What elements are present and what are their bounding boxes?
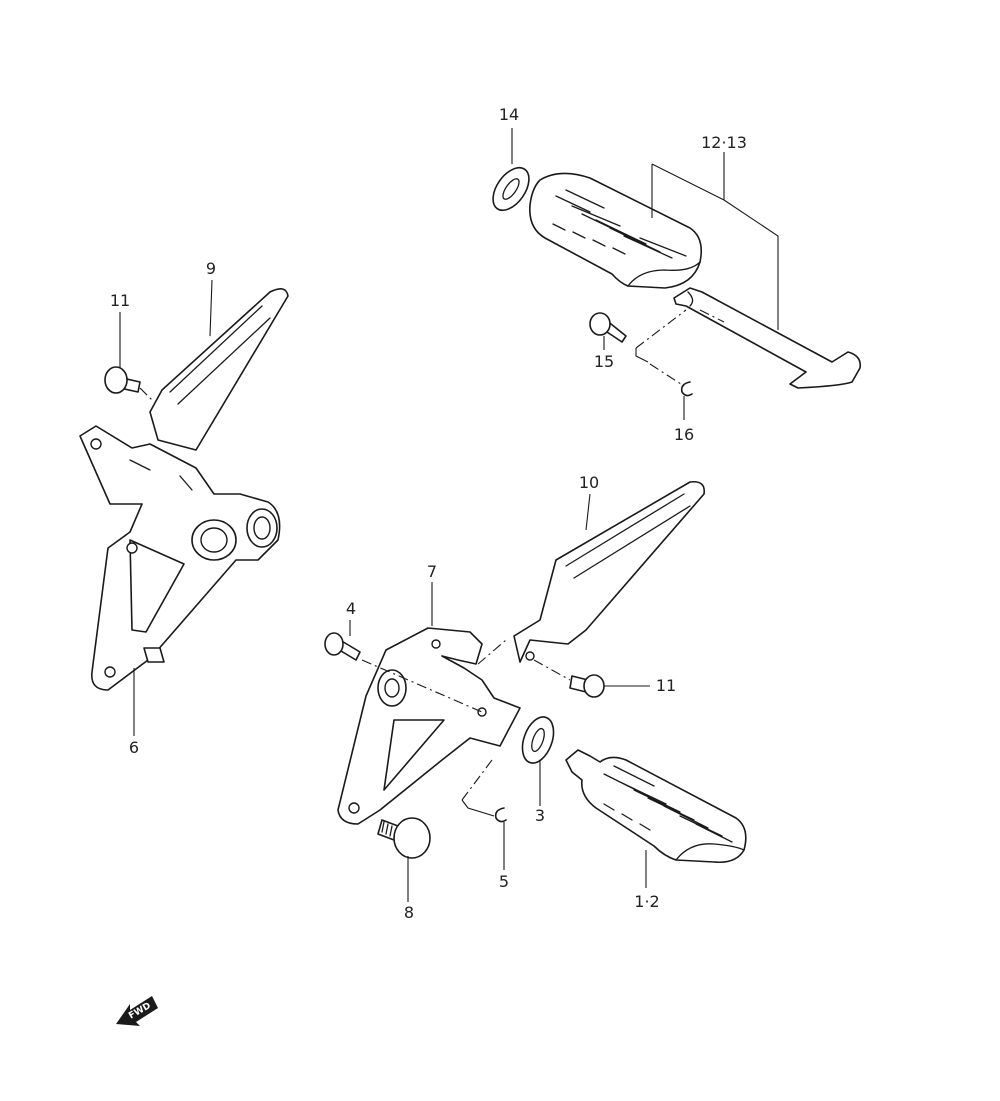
part-6-left-footrest-bracket xyxy=(79,425,281,691)
callout-16: 16 xyxy=(674,425,694,444)
part-16-clip xyxy=(680,381,693,397)
lower-bolt-axis xyxy=(533,659,571,681)
part-12-13-rear-footrest-bar xyxy=(673,287,862,389)
leader-lines xyxy=(119,128,779,902)
part-14-washer xyxy=(492,166,530,212)
part-8-bolt xyxy=(377,817,431,859)
rear-pin-axis xyxy=(635,309,687,349)
callout-15: 15 xyxy=(594,352,614,371)
callout-4: 4 xyxy=(346,599,356,618)
callout-5: 5 xyxy=(499,872,509,891)
part-4-pin xyxy=(324,632,361,661)
left-bracket-pin xyxy=(143,647,165,663)
callout-10: 10 xyxy=(579,473,599,492)
fwd-arrow-icon: FWD xyxy=(116,996,158,1026)
part-3-washer xyxy=(521,716,555,764)
front-pin-axis xyxy=(361,659,483,713)
part-1-2-front-footrest-rubber xyxy=(565,749,747,864)
bracket-guard-axis xyxy=(477,639,507,665)
callout-labels: 14 12·13 15 16 9 11 6 10 7 4 11 3 5 8 1·… xyxy=(110,105,747,922)
callout-8: 8 xyxy=(404,903,414,922)
part-5-clip xyxy=(494,807,507,823)
part-9-heel-guard xyxy=(149,288,289,451)
callout-11-upper: 11 xyxy=(110,291,130,310)
callout-3: 3 xyxy=(535,806,545,825)
part-11-bolt-lower xyxy=(569,674,605,698)
callout-12-13: 12·13 xyxy=(701,133,747,152)
part-10-heel-guard xyxy=(513,480,706,663)
callout-14: 14 xyxy=(499,105,519,124)
part-12-13-rear-footrest-rubber xyxy=(528,172,703,289)
callout-9: 9 xyxy=(206,259,216,278)
front-clip-axis xyxy=(461,759,493,801)
part-11-bolt-upper xyxy=(104,366,141,394)
callout-11-lower: 11 xyxy=(656,676,676,695)
upper-bolt-axis xyxy=(139,387,153,401)
callout-1-2: 1·2 xyxy=(634,892,659,911)
callout-6: 6 xyxy=(129,738,139,757)
part-7-right-footrest-bracket xyxy=(337,627,521,825)
callout-7: 7 xyxy=(427,562,437,581)
rear-clip-axis xyxy=(649,363,685,387)
part-15-pin xyxy=(589,312,627,343)
